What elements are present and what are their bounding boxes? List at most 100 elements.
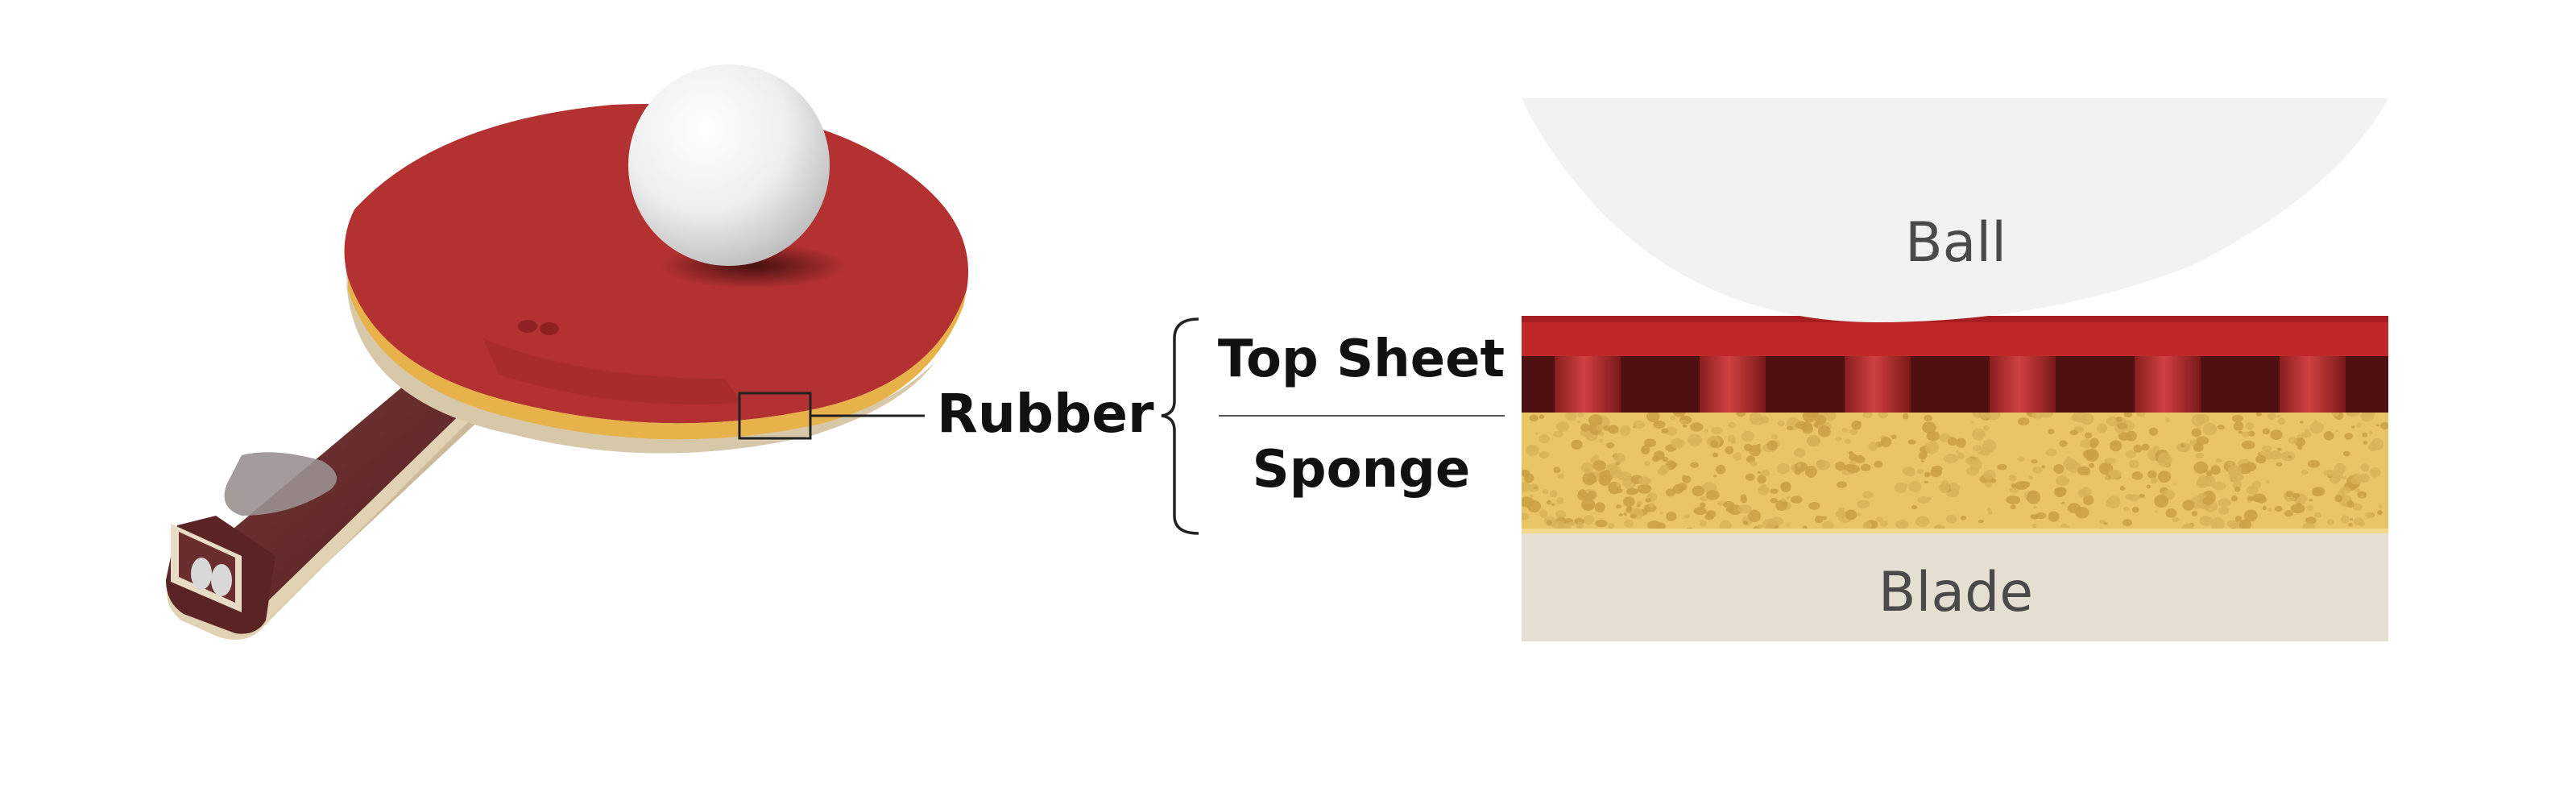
sponge-bubble (1880, 520, 1888, 527)
sponge-bubble (1529, 494, 1534, 497)
sponge-bubble (1568, 521, 1576, 526)
sponge-bubble (2362, 432, 2368, 438)
sponge-bubble (2344, 433, 2354, 440)
sponge-bubble (2379, 421, 2388, 429)
sponge-bubble (1978, 451, 1983, 455)
sponge-bubble (2368, 431, 2373, 435)
sponge-bubble (1659, 511, 1663, 515)
sponge-bubble (2334, 495, 2342, 503)
sponge-bubble (2089, 438, 2099, 447)
sponge-bubble (2141, 443, 2150, 451)
sponge-bubble (2104, 476, 2110, 480)
sponge-bubble (2267, 413, 2276, 420)
sponge-bubble (2270, 429, 2283, 440)
sponge-bubble (2304, 428, 2309, 433)
sponge-bubble (2191, 510, 2197, 517)
sponge-texture (1522, 411, 2388, 533)
sponge-bubble (2276, 414, 2280, 418)
sponge-bubble (2017, 417, 2030, 426)
sponge-bubble (1580, 423, 1590, 432)
sponge-bubble (2267, 508, 2272, 512)
sponge-bubble (1844, 438, 1852, 445)
sponge-bubble (2306, 504, 2313, 511)
sponge-bubble (1638, 476, 1652, 485)
sponge-bubble (2129, 494, 2139, 502)
sponge-bubble (1609, 466, 1622, 479)
sponge-bubble (2010, 504, 2016, 510)
sponge-bubble (2292, 493, 2301, 499)
sponge-bubble (2339, 486, 2351, 494)
sponge-bubble (2262, 506, 2267, 511)
sponge-bubble (2128, 459, 2139, 469)
sponge-bubble (1915, 516, 1930, 527)
sponge-bubble (2369, 467, 2381, 478)
sponge-bubble (1684, 514, 1691, 519)
sponge-bubble (2228, 465, 2242, 475)
sponge-bubble (2172, 516, 2179, 523)
sponge-bubble (1580, 462, 1594, 474)
sponge-bubble (2326, 519, 2334, 525)
paddle-illustration (166, 64, 969, 640)
sponge-bubble (2123, 506, 2129, 512)
sponge-bubble (1748, 509, 1762, 523)
sponge-bubble (2019, 481, 2031, 488)
sponge-bubble (1807, 434, 1820, 447)
sponge-bubble (2139, 493, 2145, 499)
sponge-bubble (1841, 428, 1848, 433)
sponge-bubble (2305, 516, 2317, 525)
sponge-bubble (1556, 497, 1564, 504)
sponge-bubble (2031, 523, 2037, 529)
sponge-bubble (1603, 425, 1611, 432)
sponge-bubble (1672, 484, 1684, 494)
sponge-bubble (2031, 458, 2038, 464)
sponge-bubble (1857, 512, 1862, 516)
sponge-bubble (2232, 480, 2243, 489)
sponge-bubble (1947, 437, 1957, 446)
sponge-bubble (2218, 506, 2229, 515)
sponge-bubble (2017, 456, 2025, 462)
sponge-bubble (1534, 432, 1539, 435)
sponge-bubble (1750, 461, 1758, 467)
sponge-bubble (1972, 428, 1986, 441)
sponge-bubble (2196, 477, 2209, 488)
sponge-bubble (1972, 411, 1986, 418)
sponge-bubble (1802, 525, 1808, 530)
sponge-bubble (1731, 439, 1736, 445)
sponge-bubble (1757, 471, 1762, 474)
sponge-bubble (1891, 434, 1897, 439)
sponge-bubble (2210, 465, 2221, 475)
sponge-bubble (1587, 491, 1597, 500)
rubber-label: Rubber (937, 383, 1154, 445)
sponge-bubble (2299, 421, 2304, 424)
sponge-bubble (1917, 496, 1930, 504)
sponge-bubble (2205, 470, 2213, 477)
sponge-bubble (1737, 504, 1752, 514)
sponge-bubble (2196, 436, 2209, 445)
sponge-bubble (2027, 475, 2033, 480)
sponge-bubble (1770, 497, 1778, 504)
sponge-bubble (1565, 411, 1577, 421)
sponge-bubble (1647, 520, 1662, 530)
sponge-bubble (2263, 450, 2275, 460)
sponge-bubble (2357, 491, 2367, 499)
sponge-bubble (1671, 438, 1685, 450)
sponge-bubble (1881, 437, 1892, 448)
sponge-bubble (2342, 450, 2350, 457)
sponge-bubble (2103, 521, 2108, 525)
sponge-bubble (1705, 490, 1720, 500)
sponge-bubble (1760, 470, 1770, 477)
sponge-bubble (1596, 425, 1604, 431)
sponge-bubble (2234, 486, 2241, 492)
sponge-bubble (1943, 454, 1958, 463)
sponge-bubble (2363, 411, 2375, 418)
sponge-bubble (2063, 458, 2077, 471)
sponge-bubble (2276, 447, 2282, 451)
sponge-bubble (2262, 428, 2271, 435)
blade-label: Blade (1878, 561, 2033, 624)
sponge-bubble (1539, 450, 1549, 458)
sponge-bubble (1522, 512, 1530, 520)
sponge-bubble (1533, 486, 1539, 490)
sponge-bubble (2309, 421, 2324, 434)
sponge-layer (1522, 411, 2388, 533)
sponge-bubble (2348, 522, 2353, 527)
